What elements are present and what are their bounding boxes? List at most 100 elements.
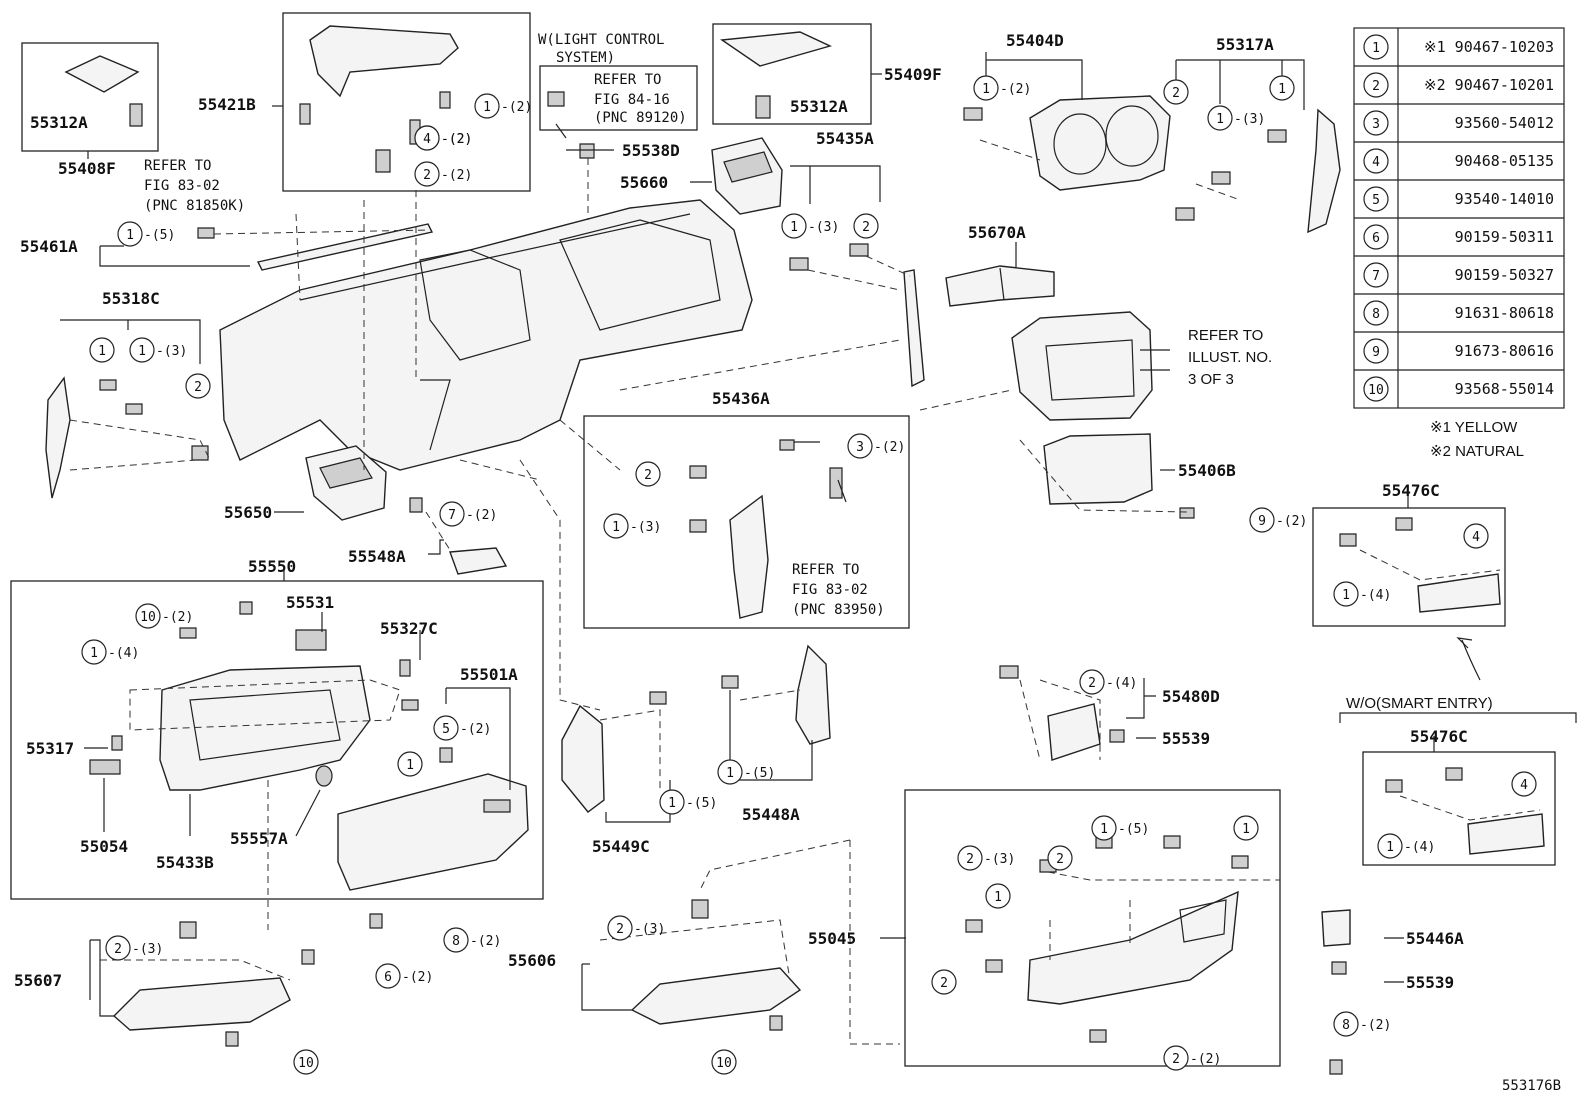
callout-number: 4 xyxy=(423,132,431,147)
strip-55461A xyxy=(256,223,434,271)
callout-number: 8 xyxy=(1342,1018,1350,1033)
note-refer-8416-3: (PNC 89120) xyxy=(594,110,687,126)
callout-circle xyxy=(1079,669,1105,695)
table-ref-circle xyxy=(1363,186,1389,212)
table-ref-circle xyxy=(1363,262,1389,288)
callout-number: 1 xyxy=(994,890,1002,905)
label-55480D: 55480D xyxy=(1162,687,1220,706)
label-55606: 55606 xyxy=(508,951,556,970)
callout-1: 1 -(2) xyxy=(474,93,532,119)
label-55317A: 55317A xyxy=(1216,35,1274,54)
table-part-number: 90159-50311 xyxy=(1455,228,1554,246)
table-ref-number: 4 xyxy=(1372,155,1380,170)
trim-55435A xyxy=(903,269,925,388)
table-part-number: 93568-55014 xyxy=(1455,380,1554,398)
label-55404D: 55404D xyxy=(1006,31,1064,50)
callout-circle xyxy=(973,75,999,101)
label-55476C-a: 55476C xyxy=(1382,481,1440,500)
callout-3: 3-(2) xyxy=(847,433,905,459)
cover-55606 xyxy=(630,967,802,1025)
callout-number: 2 xyxy=(1088,676,1096,691)
side-panel-55318C xyxy=(45,376,71,499)
callout-circle xyxy=(105,935,131,961)
label-55435A: 55435A xyxy=(816,129,874,148)
switch-55446A xyxy=(1321,909,1351,947)
callout-circle xyxy=(847,433,873,459)
table-ref-number: 10 xyxy=(1368,383,1384,398)
label-55660: 55660 xyxy=(620,173,668,192)
callout-number: 1 xyxy=(483,100,491,115)
callout-1: 1-(3) xyxy=(129,337,187,363)
table-ref-circle xyxy=(1363,110,1389,136)
callout-qty: -(2) xyxy=(501,100,532,115)
callout-circle xyxy=(1233,815,1259,841)
callout-number: 2 xyxy=(1056,852,1064,867)
callout-circle xyxy=(635,461,661,487)
callout-1: 1 xyxy=(1233,815,1259,841)
callout-1: 1-(5) xyxy=(117,221,175,247)
panel-55421B xyxy=(309,25,459,98)
callout-10: 10 xyxy=(711,1049,737,1075)
label-55557A: 55557A xyxy=(230,829,288,848)
callout-qty: -(3) xyxy=(132,942,163,957)
group-boxes xyxy=(10,12,1577,1067)
callout-circle xyxy=(1463,523,1489,549)
switch-panel-55476C-a xyxy=(1417,573,1501,613)
label-55421B: 55421B xyxy=(198,95,256,114)
callout-number: 1 xyxy=(1216,112,1224,127)
callout-number: 2 xyxy=(114,942,122,957)
callout-7: 7-(2) xyxy=(439,501,497,527)
callout-circle xyxy=(1249,507,1275,533)
callout-qty: -(5) xyxy=(744,766,775,781)
callout-number: 1 xyxy=(982,82,990,97)
callout-number: 1 xyxy=(126,228,134,243)
side-panel-55317A xyxy=(1307,108,1341,234)
callout-number: 1 xyxy=(1342,588,1350,603)
note-refer-8302-b-3: (PNC 83950) xyxy=(792,602,885,618)
callout-number: 1 xyxy=(1278,82,1286,97)
label-55312A-b: 55312A xyxy=(790,97,848,116)
label-55406B: 55406B xyxy=(1178,461,1236,480)
label-55538D: 55538D xyxy=(622,141,680,160)
callout-1: 1-(3) xyxy=(603,513,661,539)
label-55476C-b: 55476C xyxy=(1410,727,1468,746)
callout-1: 1-(4) xyxy=(1333,581,1391,607)
leader-lines xyxy=(60,52,1481,1017)
note-refer-8416-1: REFER TO xyxy=(594,72,661,88)
table-ref-number: 9 xyxy=(1372,345,1380,360)
callout-number: 2 xyxy=(862,220,870,235)
callout-qty: -(3) xyxy=(156,344,187,359)
callout-number: 6 xyxy=(384,970,392,985)
note-refer-8302-b-2: FIG 83-02 xyxy=(792,582,868,598)
callout-number: 2 xyxy=(940,976,948,991)
table-ref-circle xyxy=(1363,148,1389,174)
glovebox-door-55501A xyxy=(337,773,529,891)
callout-2: 2-(2) xyxy=(414,161,472,187)
callout-10: 10 xyxy=(293,1049,319,1075)
callout-2: 2 xyxy=(1047,845,1073,871)
callout-circle xyxy=(781,213,807,239)
table-part-number: 91631-80618 xyxy=(1455,304,1554,322)
callout-circle xyxy=(1333,1011,1359,1037)
part-shapes xyxy=(45,25,1545,1075)
label-55607: 55607 xyxy=(14,971,62,990)
table-ref-number: 8 xyxy=(1372,307,1380,322)
callout-1: 1-(5) xyxy=(717,759,775,785)
label-55461A: 55461A xyxy=(20,237,78,256)
callout-1: 1 xyxy=(1269,75,1295,101)
callout-4: 4 xyxy=(1511,771,1537,797)
callout-circle xyxy=(375,963,401,989)
callout-1: 1-(5) xyxy=(1091,815,1149,841)
callout-4: 4-(2) xyxy=(414,125,472,151)
label-55318C: 55318C xyxy=(102,289,160,308)
callout-number: 2 xyxy=(194,380,202,395)
label-55433B: 55433B xyxy=(156,853,214,872)
callout-number: 2 xyxy=(423,168,431,183)
label-55448A: 55448A xyxy=(742,805,800,824)
switch-panel-55476C-b xyxy=(1467,813,1545,855)
callout-qty: -(3) xyxy=(1234,112,1265,127)
table-ref-number: 1 xyxy=(1372,41,1380,56)
callout-circle xyxy=(1163,79,1189,105)
callout-circle xyxy=(1163,1045,1189,1071)
